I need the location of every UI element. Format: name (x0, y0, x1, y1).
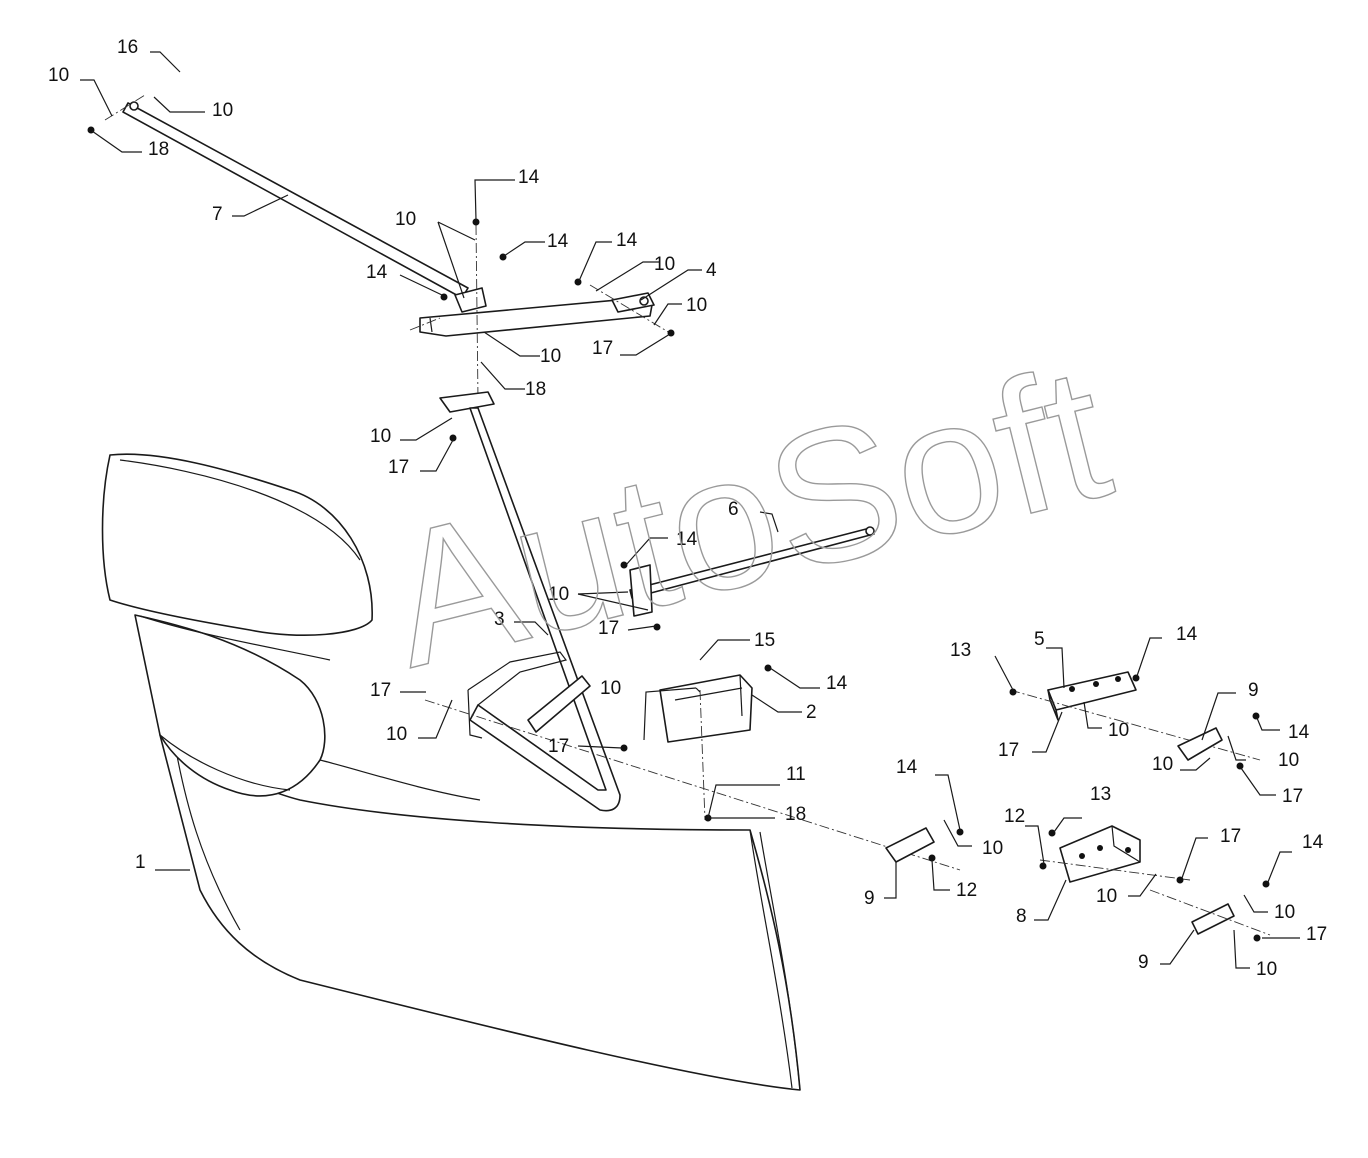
part-8-bracket (1059, 825, 1141, 883)
callout-14: 14 (676, 529, 698, 550)
callout-14: 14 (1302, 832, 1324, 853)
part-7-rod (122, 101, 469, 299)
callout-10: 10 (600, 678, 621, 699)
callout-10: 10 (1096, 886, 1117, 907)
callout-10: 10 (982, 838, 1003, 859)
callout-12: 12 (1004, 806, 1025, 827)
callout-18: 18 (148, 139, 169, 160)
callout-10: 10 (370, 426, 391, 447)
callout-4: 4 (706, 260, 717, 281)
leader-lines (80, 51, 1300, 969)
callout-13: 13 (950, 640, 971, 661)
callout-14: 14 (518, 167, 540, 188)
callout-17: 17 (998, 740, 1019, 761)
callout-10: 10 (654, 254, 675, 275)
callout-16: 16 (117, 37, 138, 58)
callout-18: 18 (525, 379, 546, 400)
callout-9: 9 (1138, 952, 1149, 973)
part-4-bracket (419, 287, 655, 337)
callout-17: 17 (370, 680, 391, 701)
callout-14: 14 (826, 673, 848, 694)
callout-17: 17 (548, 736, 569, 757)
callout-10: 10 (686, 295, 707, 316)
callout-17: 17 (388, 457, 409, 478)
callout-10: 10 (540, 346, 561, 367)
callout-17: 17 (1220, 826, 1241, 847)
callout-10: 10 (1108, 720, 1129, 741)
callout-10: 10 (548, 584, 569, 605)
callout-17: 17 (592, 338, 613, 359)
callout-14: 14 (616, 230, 638, 251)
part-3-frame (439, 391, 621, 812)
fastener-dots (87, 126, 1270, 942)
callout-14: 14 (1176, 624, 1198, 645)
callout-11: 11 (786, 764, 806, 785)
callout-17: 17 (1306, 924, 1327, 945)
part-2-plate (659, 674, 753, 743)
callout-10: 10 (212, 100, 233, 121)
callout-numbers: 16 10 10 18 7 14 10 14 14 14 10 4 10 17 … (48, 37, 1327, 980)
callout-10: 10 (1256, 959, 1277, 980)
callout-8: 8 (1016, 906, 1027, 927)
callout-14: 14 (896, 757, 918, 778)
callout-10: 10 (1278, 750, 1299, 771)
part-9-clamp-b (885, 827, 935, 863)
callout-10: 10 (386, 724, 407, 745)
callout-9: 9 (1248, 680, 1259, 701)
watermark-logo: AutoSoft (369, 326, 1127, 708)
callout-18: 18 (785, 804, 806, 825)
callout-15: 15 (754, 630, 775, 651)
callout-12: 12 (956, 880, 977, 901)
callout-13: 13 (1090, 784, 1111, 805)
part-9-clamp-a (1177, 727, 1223, 761)
callout-14: 14 (547, 231, 569, 252)
callout-14: 14 (1288, 722, 1310, 743)
callout-14: 14 (366, 262, 388, 283)
callout-5: 5 (1034, 629, 1045, 650)
callout-10: 10 (395, 209, 416, 230)
callout-3: 3 (494, 609, 505, 630)
callout-7: 7 (212, 204, 223, 225)
callout-2: 2 (806, 702, 817, 723)
callout-17: 17 (598, 618, 619, 639)
callout-10: 10 (48, 65, 69, 86)
part-6-rod (629, 526, 875, 617)
callout-6: 6 (728, 499, 739, 520)
part-5-bracket (1047, 671, 1137, 721)
callout-10: 10 (1152, 754, 1173, 775)
callout-1: 1 (135, 852, 146, 873)
callout-10: 10 (1274, 902, 1295, 923)
part-1-panel (101, 453, 801, 1091)
callout-9: 9 (864, 888, 875, 909)
callout-17: 17 (1282, 786, 1303, 807)
part-9-clamp-c (1191, 903, 1235, 935)
